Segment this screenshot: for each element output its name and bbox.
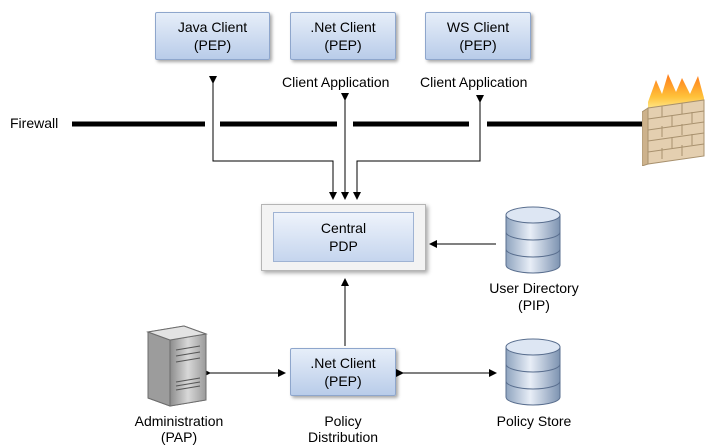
ws-client-name: WS Client (446, 19, 510, 35)
user-directory-label-2: (PIP) (518, 297, 550, 313)
user-directory-database-icon (505, 206, 561, 274)
net-client-role: (PEP) (324, 37, 362, 53)
central-pdp-box: Central PDP (273, 212, 414, 262)
java-client-name: Java Client (177, 19, 248, 35)
ws-client-caption: Client Application (420, 74, 528, 90)
policy-store-label: Policy Store (496, 413, 572, 429)
server-icon (146, 325, 208, 407)
distribution-net-client-box: .Net Client (PEP) (290, 348, 396, 396)
policy-store-database-icon (505, 338, 561, 406)
edge-ws-pdp (353, 95, 484, 200)
policy-distribution-label-2: Distribution (307, 429, 379, 445)
central-pdp-frame: Central PDP (261, 204, 426, 271)
edge-java-pdp (209, 76, 337, 200)
ws-client-role: (PEP) (459, 37, 497, 53)
distribution-client-role: (PEP) (324, 373, 362, 389)
distribution-client-name: .Net Client (310, 355, 376, 371)
user-directory-label-1: User Directory (489, 280, 579, 296)
policy-distribution-label-1: Policy (324, 413, 362, 429)
net-client-name: .Net Client (310, 19, 376, 35)
administration-label-2: (PAP) (160, 429, 198, 445)
net-client-caption: Client Application (282, 74, 390, 90)
java-client-pep-box: Java Client (PEP) (155, 12, 270, 60)
central-pdp-line2: PDP (329, 238, 358, 254)
firewall-label: Firewall (10, 115, 59, 131)
firewall-icon (642, 74, 705, 166)
central-pdp-line1: Central (320, 220, 367, 236)
net-client-pep-box: .Net Client (PEP) (290, 12, 396, 60)
java-client-role: (PEP) (193, 37, 232, 53)
administration-label-1: Administration (134, 413, 224, 429)
ws-client-pep-box: WS Client (PEP) (425, 12, 531, 60)
